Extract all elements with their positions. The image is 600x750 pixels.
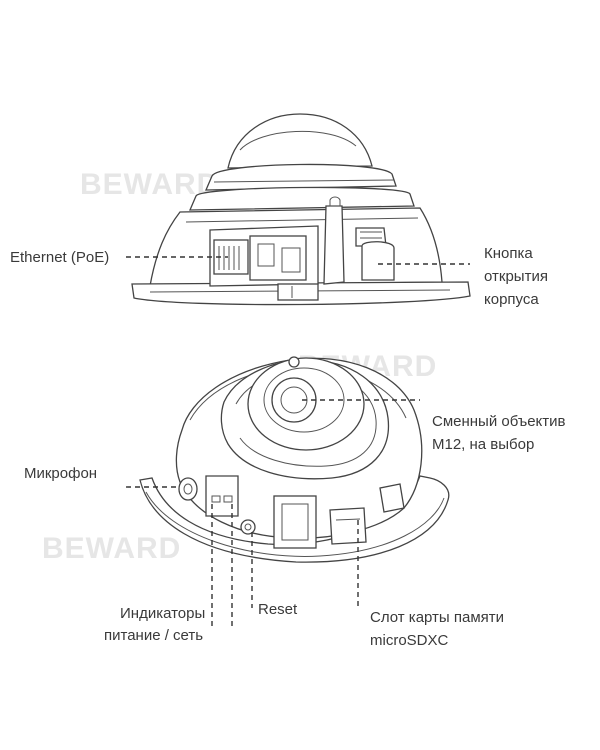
label-open-button-line1: Кнопка xyxy=(484,245,533,262)
camera-top-illustration xyxy=(131,113,471,306)
watermark-top: BEWARD xyxy=(80,168,220,201)
label-memory-slot-line2: microSDXC xyxy=(370,632,449,649)
camera-bottom-illustration xyxy=(139,356,450,563)
watermark-bottom: BEWARD xyxy=(42,532,182,565)
label-ethernet-poe: Ethernet (PoE) xyxy=(10,249,110,266)
label-microphone: Микрофон xyxy=(24,465,98,482)
label-indicators-line2: питание / сеть xyxy=(104,627,204,644)
label-open-button-line3: корпуса xyxy=(484,291,539,308)
label-indicators-line1: Индикаторы xyxy=(120,605,206,622)
label-memory-slot-line1: Слот карты памяти xyxy=(370,609,505,626)
label-lens-line2: М12, на выбор xyxy=(432,436,535,453)
label-open-button-line2: открытия xyxy=(484,268,548,285)
label-reset: Reset xyxy=(258,601,298,618)
label-lens-line1: Сменный объектив xyxy=(432,413,566,430)
